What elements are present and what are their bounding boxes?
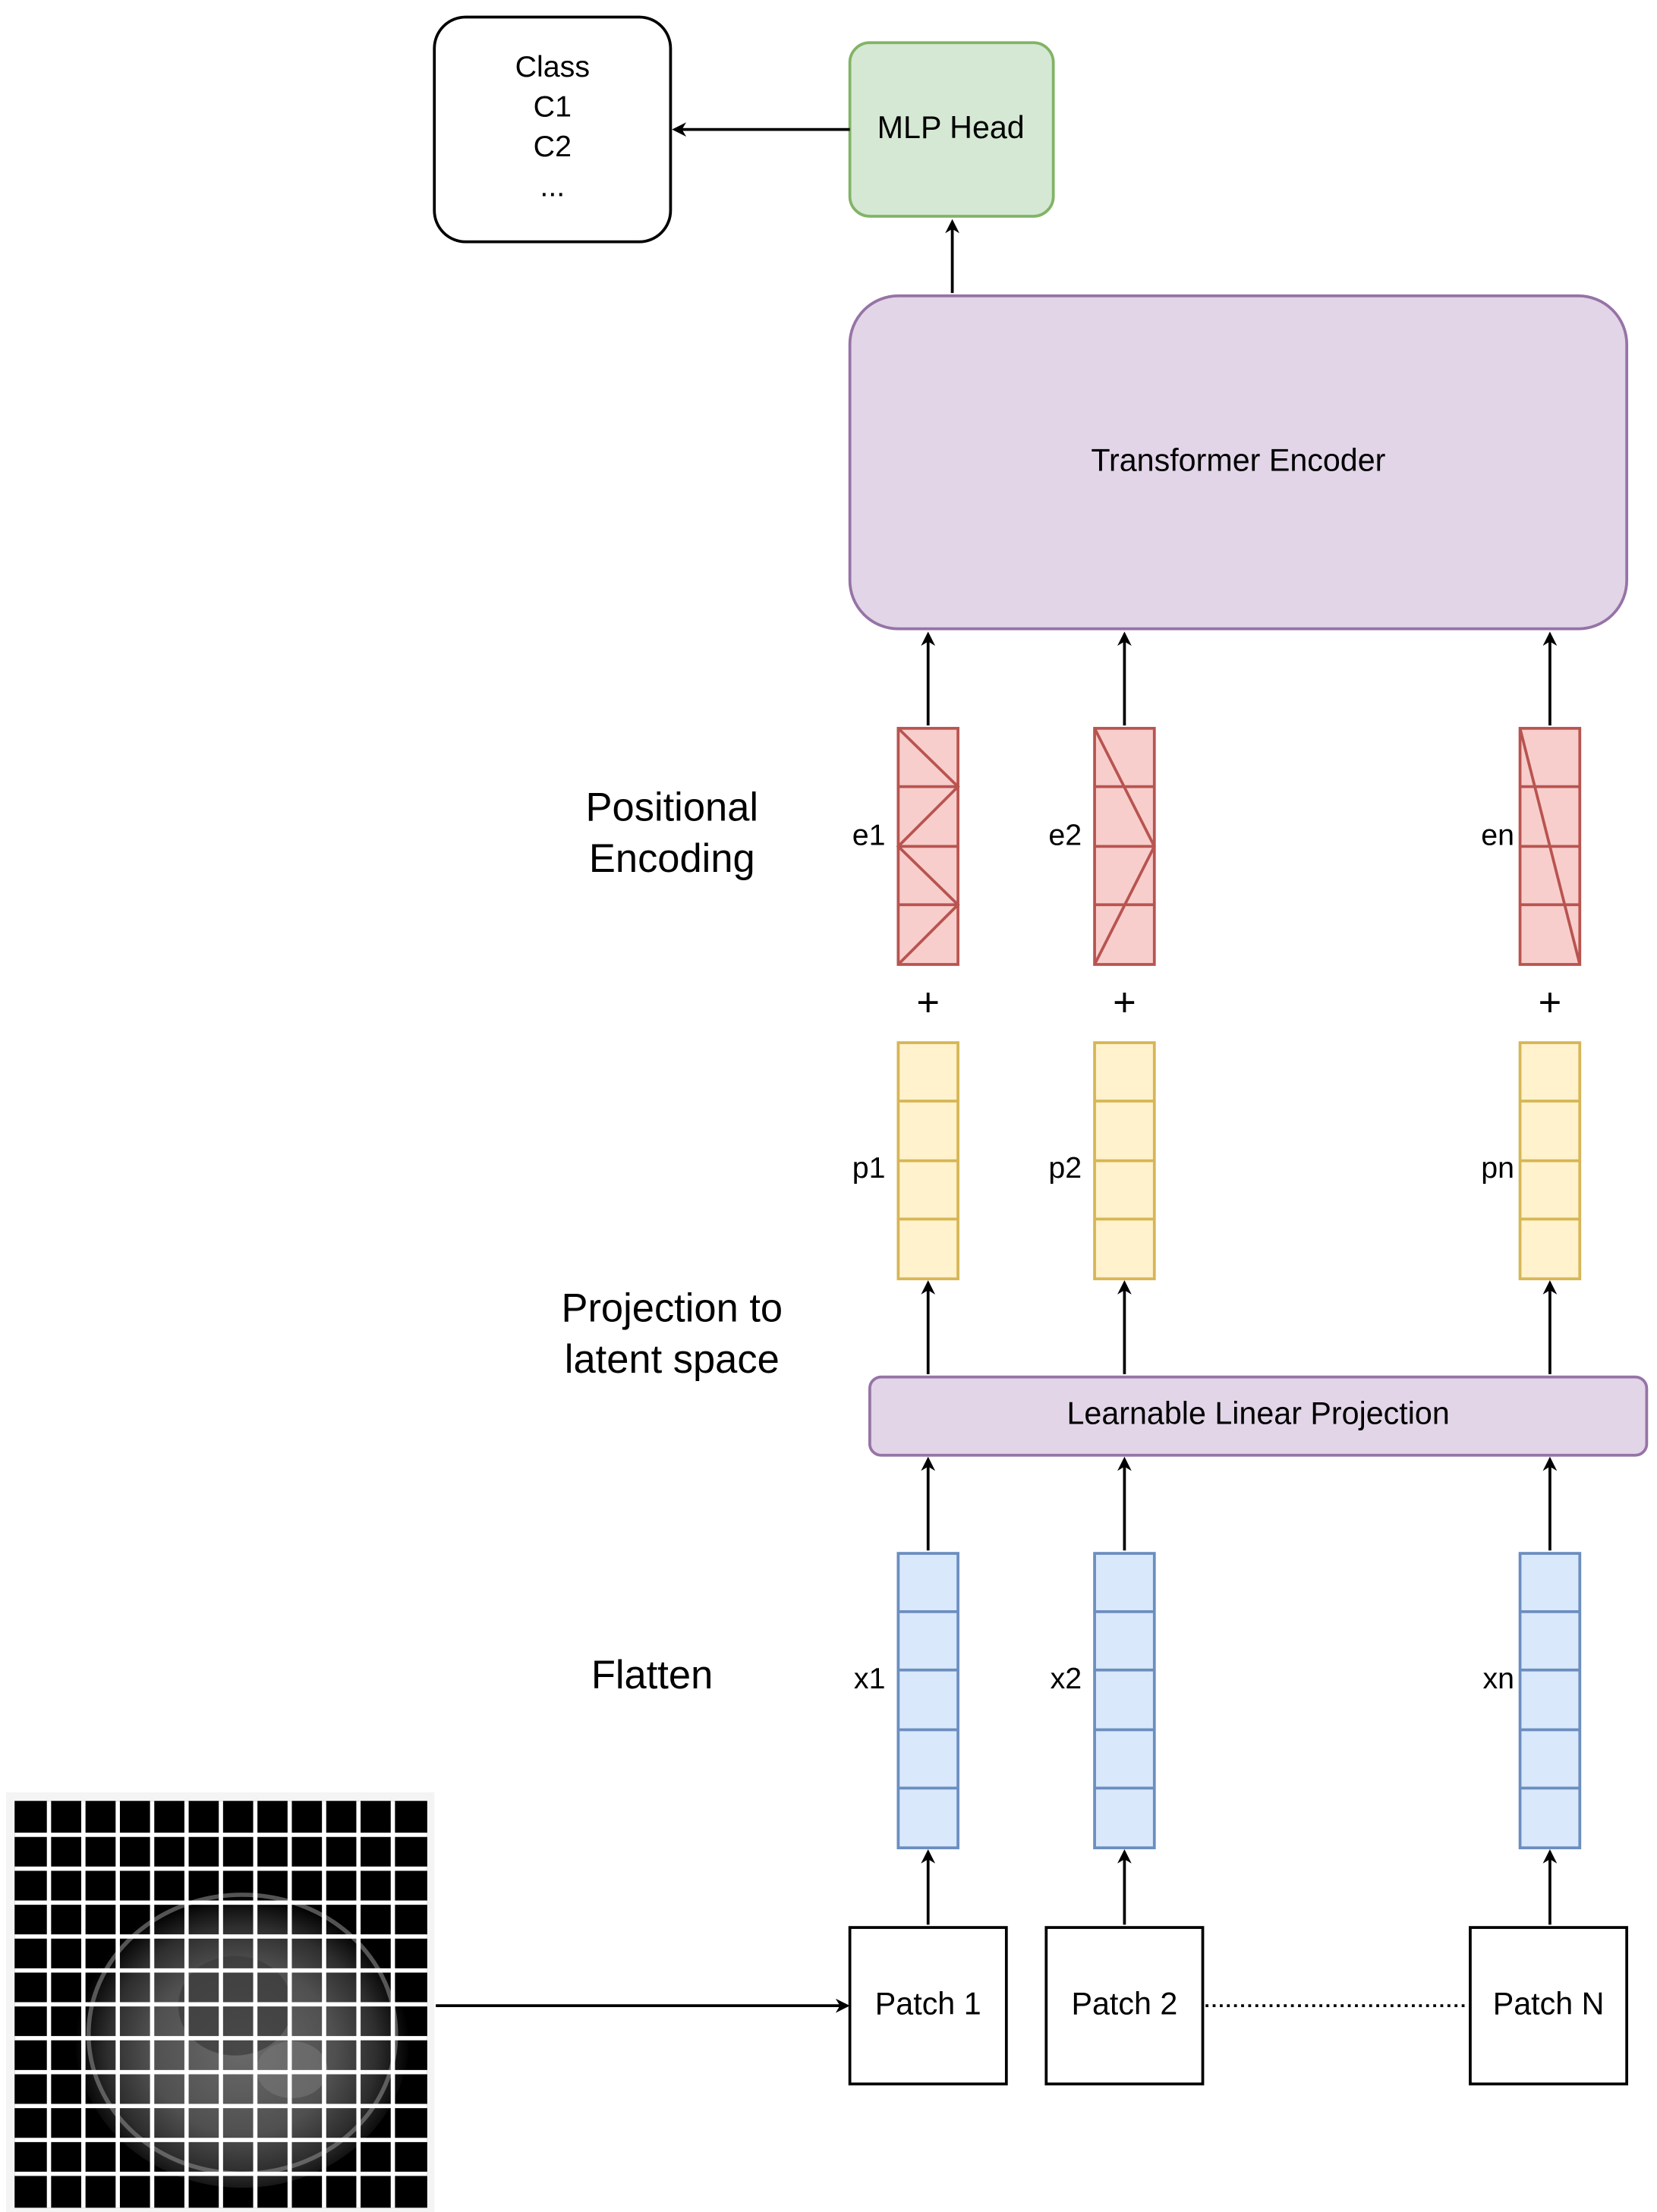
- label-e1: e1: [852, 819, 886, 852]
- learnable-linear-projection-label: Learnable Linear Projection: [1066, 1395, 1449, 1430]
- class-line-3: C2: [534, 130, 572, 163]
- column-2: e2 + p2 x2 Patch 2: [1044, 631, 1205, 2086]
- column-1: e1 + p1 x1 Patch 1: [848, 631, 1008, 2086]
- positional-encoding-label-line2: Encoding: [589, 836, 755, 881]
- mlp-head-box: MLP Head: [848, 41, 1055, 218]
- patch-n-box: Patch N: [1469, 1926, 1629, 2086]
- projected-vector-p2: [1093, 1041, 1156, 1281]
- label-x1: x1: [854, 1662, 886, 1695]
- embedding-vector-e1: [896, 726, 960, 966]
- label-en: en: [1481, 819, 1514, 852]
- plus-sign-2: +: [1113, 980, 1136, 1024]
- class-line-1: Class: [515, 50, 590, 83]
- mlp-head-label: MLP Head: [877, 110, 1025, 145]
- class-line-2: C1: [534, 90, 572, 124]
- label-e2: e2: [1048, 819, 1082, 852]
- class-line-4: ...: [540, 170, 565, 203]
- flattened-vector-x2: [1093, 1552, 1156, 1849]
- projection-label-line1: Projection to: [561, 1286, 783, 1331]
- column-n: en + pn xn Patch N: [1469, 631, 1629, 2086]
- patch-n-label: Patch N: [1493, 1986, 1605, 2021]
- plus-sign-n: +: [1539, 980, 1562, 1024]
- patch-2-label: Patch 2: [1071, 1986, 1177, 2021]
- label-p2: p2: [1048, 1151, 1082, 1185]
- projected-vector-p1: [896, 1041, 959, 1281]
- projected-vector-pn: [1518, 1041, 1582, 1281]
- flattened-vector-x1: [896, 1552, 959, 1849]
- input-image: [5, 1792, 435, 2212]
- learnable-linear-projection-box: Learnable Linear Projection: [868, 1375, 1649, 1457]
- embedding-vector-e2: [1093, 726, 1156, 966]
- label-xn: xn: [1482, 1662, 1514, 1695]
- patch-1-box: Patch 1: [848, 1926, 1008, 2086]
- flattened-vector-xn: [1518, 1552, 1582, 1849]
- positional-encoding-label-line1: Positional: [586, 785, 759, 830]
- label-pn: pn: [1481, 1151, 1514, 1185]
- transformer-encoder-label: Transformer Encoder: [1091, 442, 1385, 477]
- transformer-encoder-box: Transformer Encoder: [848, 294, 1629, 631]
- flatten-label: Flatten: [591, 1653, 713, 1698]
- patch-grid-lines: [14, 1801, 427, 2208]
- embedding-vector-en: [1518, 726, 1582, 966]
- label-x2: x2: [1051, 1662, 1082, 1695]
- patch-2-box: Patch 2: [1044, 1926, 1205, 2086]
- label-p1: p1: [852, 1151, 886, 1185]
- class-output-box: Class C1 C2 ...: [433, 15, 673, 244]
- patch-1-label: Patch 1: [875, 1986, 981, 2021]
- plus-sign-1: +: [916, 980, 940, 1024]
- projection-label-line2: latent space: [565, 1337, 780, 1382]
